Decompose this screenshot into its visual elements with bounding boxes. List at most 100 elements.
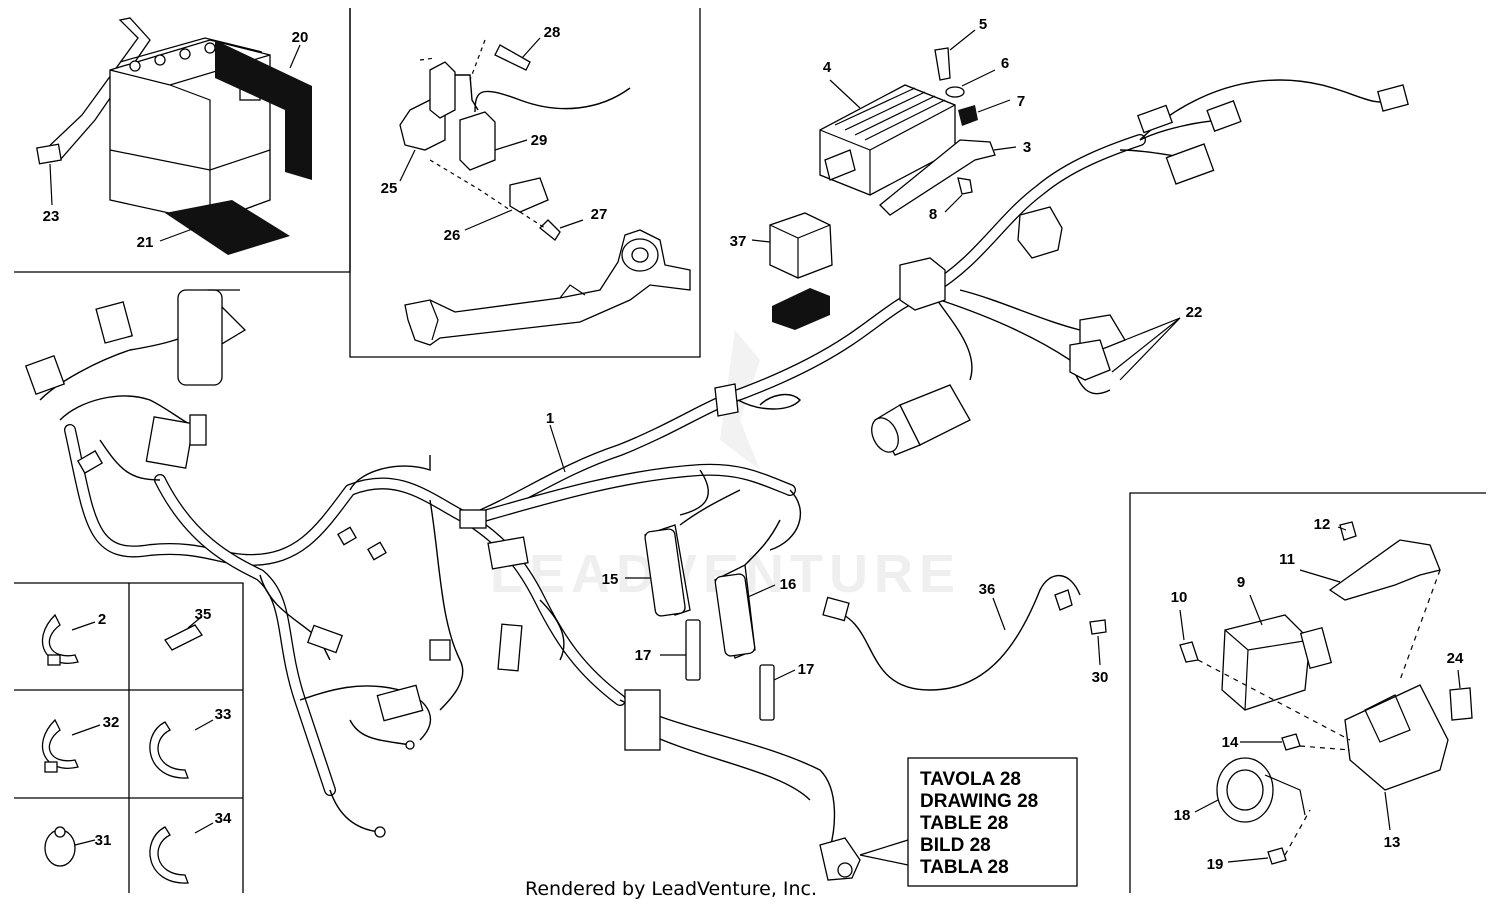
reference-leader-b: [859, 854, 909, 866]
label-3: 3: [1023, 139, 1031, 156]
clamp-2: [41, 613, 79, 664]
relay-pad: [772, 288, 830, 330]
harness-leader: [549, 424, 566, 473]
clamp-33: [149, 721, 189, 779]
brake-pedal: [404, 229, 691, 346]
horn-cover: [1328, 539, 1441, 601]
label-19: 19: [1207, 856, 1224, 873]
sensor-leaders: [399, 37, 584, 231]
reference-line-5: TABLA 28: [920, 857, 1009, 878]
screw-12: [1339, 521, 1357, 541]
horn-bracket: [1344, 684, 1449, 791]
sensor-panel-frame: [349, 8, 701, 358]
label-13: 13: [1384, 834, 1401, 851]
ignition-coil: [177, 289, 223, 386]
label-31: 31: [95, 832, 112, 849]
battery-bottom-pad: [165, 200, 290, 255]
clamp-panel-frame: [14, 582, 244, 893]
clamp-parts: [41, 613, 214, 884]
reference-line-4: BILD 28: [920, 835, 991, 856]
harness-connector-c: [145, 416, 195, 469]
label-24: 24: [1447, 650, 1464, 667]
label-5: 5: [979, 16, 987, 33]
clamp-32: [41, 718, 79, 769]
label-22: 22: [1186, 304, 1203, 321]
label-37: 37: [730, 233, 747, 250]
clamp-34: [149, 826, 189, 884]
label-4: 4: [823, 59, 832, 76]
horn-relay: [1221, 614, 1311, 711]
reference-box: TAVOLA 28 DRAWING 28 TABLE 28 BILD 28 TA…: [920, 769, 1038, 878]
sensor-plug: [822, 596, 850, 622]
label-21: 21: [137, 234, 154, 251]
ignition-parts: [644, 489, 781, 721]
horn-panel-frame: [1129, 492, 1486, 893]
part-labels: 1 2 3 4 5 6 7 8 9 10 11 12 13 14 15 16 1…: [43, 16, 1464, 873]
label-18: 18: [1174, 807, 1191, 824]
battery: [109, 39, 271, 223]
regulator-nut: [958, 105, 978, 126]
label-35: 35: [195, 606, 212, 623]
front-harness-branch: [871, 79, 1409, 456]
label-27: 27: [591, 206, 608, 223]
harness-connector-i: [714, 383, 739, 417]
regulator-bolt: [934, 47, 951, 81]
label-25: 25: [381, 180, 398, 197]
connector-22-leaders: [1111, 317, 1181, 381]
horn-assembly: [1179, 521, 1473, 865]
clip-24: [1449, 687, 1473, 721]
label-29: 29: [531, 132, 548, 149]
relay-body: [769, 212, 833, 279]
starter-relay: [751, 212, 833, 330]
harness-connector-b: [95, 301, 133, 344]
reference-line-2: DRAWING 28: [920, 791, 1038, 812]
harness-connector-e: [459, 509, 487, 529]
screw-28: [494, 44, 531, 71]
label-26: 26: [444, 227, 461, 244]
label-20: 20: [292, 29, 309, 46]
label-6: 6: [1001, 55, 1009, 72]
relay-connector-c: [1069, 339, 1111, 381]
clamp-panel-grid: [14, 583, 243, 893]
spark-plug-front: [685, 619, 701, 681]
label-15: 15: [602, 571, 619, 588]
reference-line-3: TABLE 28: [920, 813, 1008, 834]
voltage-regulator: [819, 47, 996, 216]
harness-junction: [899, 257, 946, 311]
spark-plug-rear: [759, 664, 775, 721]
label-16: 16: [780, 576, 797, 593]
label-23: 23: [43, 208, 60, 225]
label-36: 36: [979, 581, 996, 598]
label-17b: 17: [798, 661, 815, 678]
panel-frames: [14, 8, 1486, 893]
label-32: 32: [103, 714, 120, 731]
reference-line-1: TAVOLA 28: [920, 769, 1021, 790]
strap-buckle: [36, 143, 62, 165]
sensor-assembly: [399, 39, 691, 346]
clip-35: [164, 624, 203, 651]
battery-leaders: [49, 44, 301, 242]
sensor-lead: [822, 574, 1107, 691]
harness-connector-g: [497, 623, 523, 672]
label-7: 7: [1017, 93, 1025, 110]
harness-connector-h: [376, 684, 424, 722]
regulator-screw: [957, 177, 973, 195]
label-1: 1: [546, 410, 554, 427]
sensor-cover: [509, 177, 549, 213]
render-credit: Rendered by LeadVenture, Inc.: [525, 878, 817, 900]
label-17a: 17: [635, 647, 652, 664]
label-11: 11: [1279, 551, 1295, 568]
label-28: 28: [544, 24, 561, 41]
watermark: LEADVENTURE: [490, 330, 955, 604]
label-14: 14: [1222, 734, 1239, 751]
bolt-10: [1179, 641, 1199, 663]
label-12: 12: [1314, 516, 1331, 533]
ignition-leaders: [625, 577, 796, 681]
label-8: 8: [929, 206, 937, 223]
screw-19: [1267, 847, 1287, 865]
harness-connector-a: [24, 354, 66, 396]
relay-connector-a: [1017, 206, 1063, 259]
screw-27: [539, 219, 561, 241]
label-9: 9: [1237, 574, 1245, 591]
